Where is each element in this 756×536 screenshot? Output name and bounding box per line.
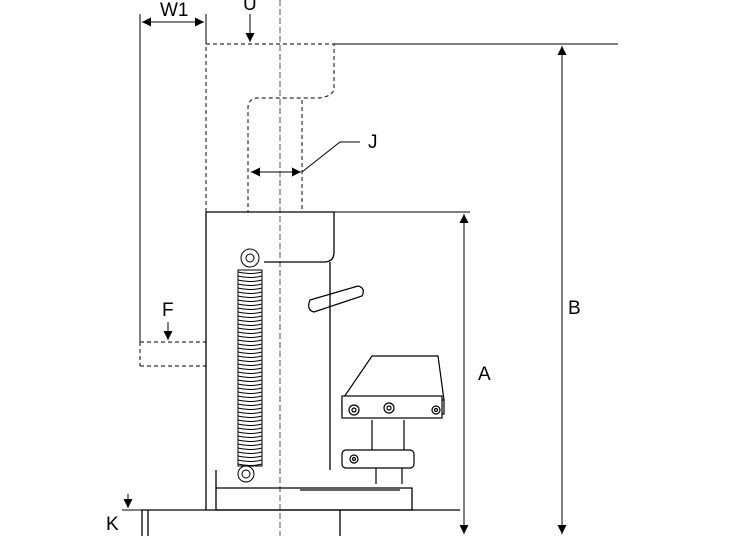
spring-coil (237, 395, 263, 398)
spring-coil (237, 275, 263, 278)
label-u: U (243, 0, 257, 15)
spring-coil (237, 367, 263, 370)
spring-coil (237, 279, 263, 282)
spring-coil (237, 339, 263, 342)
label-j: J (368, 132, 378, 153)
spring-coil (237, 435, 263, 438)
spring-coil (237, 299, 263, 302)
spring-coil (237, 347, 263, 350)
spring-coil (237, 387, 263, 390)
spring-coil (237, 351, 263, 354)
spring-coil (237, 319, 263, 322)
spring-coil (237, 315, 263, 318)
spring-coil (237, 419, 263, 422)
return-spring (237, 248, 263, 483)
label-k: K (106, 514, 119, 535)
extended-outline (139, 43, 335, 367)
spring-coil (237, 303, 263, 306)
pump-assembly (308, 285, 445, 484)
spring-coil (237, 323, 263, 326)
spring-coil (237, 427, 263, 430)
label-a: A (478, 364, 491, 385)
dimension-k (122, 494, 142, 511)
jack-body (141, 211, 460, 536)
spring-coil (237, 327, 263, 330)
spring-coil (237, 407, 263, 410)
spring-coil (237, 335, 263, 338)
spring-coil (237, 295, 263, 298)
spring-coil (237, 391, 263, 394)
spring-coil (237, 371, 263, 374)
spring-coil (237, 403, 263, 406)
spring-coil (237, 459, 263, 462)
spring-coil (237, 375, 263, 378)
spring-coil (237, 307, 263, 310)
spring-coil (237, 455, 263, 458)
spring-coil (237, 415, 263, 418)
dimension-w1 (139, 14, 207, 342)
spring-coil (237, 343, 263, 346)
spring-coil (237, 439, 263, 442)
spring-coil (237, 383, 263, 386)
spring-coil (237, 423, 263, 426)
spring-coil (237, 355, 263, 358)
dimension-b (334, 43, 618, 534)
label-b: B (568, 298, 581, 319)
spring-coil (237, 451, 263, 454)
spring-coil (237, 283, 263, 286)
spring-coil (237, 463, 263, 466)
spring-coil (237, 311, 263, 314)
spring-coil (237, 447, 263, 450)
spring-coil (237, 379, 263, 382)
dimension-a (334, 211, 470, 534)
spring-coil (237, 443, 263, 446)
label-w1: W1 (160, 0, 189, 21)
spring-coil (237, 291, 263, 294)
spring-coil (237, 363, 263, 366)
spring-coil (237, 399, 263, 402)
spring-coil (237, 287, 263, 290)
spring-coil (237, 331, 263, 334)
spring-coil (237, 359, 263, 362)
dimension-j (251, 141, 360, 177)
spring-coil (237, 431, 263, 434)
label-f: F (162, 300, 174, 321)
spring-coil (237, 411, 263, 414)
spring-coil (237, 271, 263, 274)
